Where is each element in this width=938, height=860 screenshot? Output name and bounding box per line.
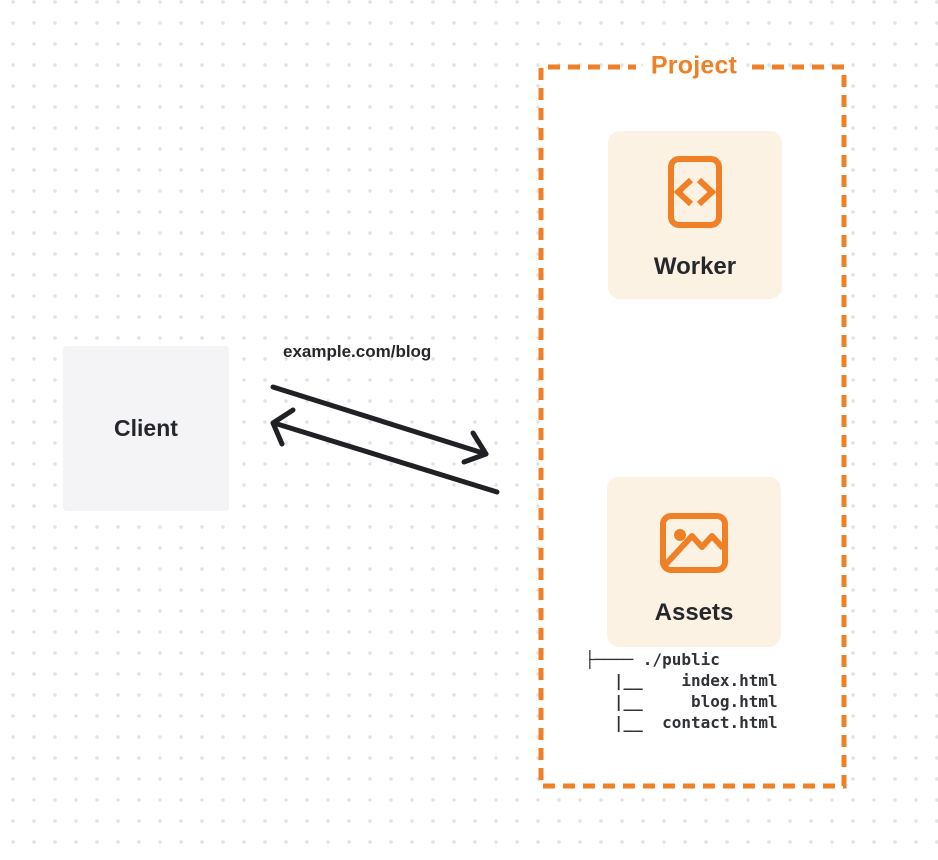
client-label: Client [114, 415, 178, 441]
worker-card: Worker [608, 131, 782, 299]
tree-line-contact: |__ contact.html [585, 713, 778, 732]
code-document-icon [668, 156, 722, 228]
assets-label: Assets [654, 599, 734, 626]
assets-card: Assets [607, 477, 781, 647]
project-label: Project [642, 51, 746, 81]
request-arrow [270, 384, 489, 465]
tree-line-index: |__ index.html [585, 671, 778, 690]
assets-file-tree: ├──── ./public |__ index.html |__ blog.h… [585, 649, 778, 733]
request-url-label: example.com/blog [283, 342, 432, 361]
tree-line-public: ├──── ./public [585, 650, 720, 669]
worker-label: Worker [653, 253, 737, 280]
image-icon [660, 513, 728, 573]
response-arrow [270, 407, 500, 495]
tree-line-blog: |__ blog.html [585, 692, 778, 711]
client-box: Client [63, 346, 229, 511]
